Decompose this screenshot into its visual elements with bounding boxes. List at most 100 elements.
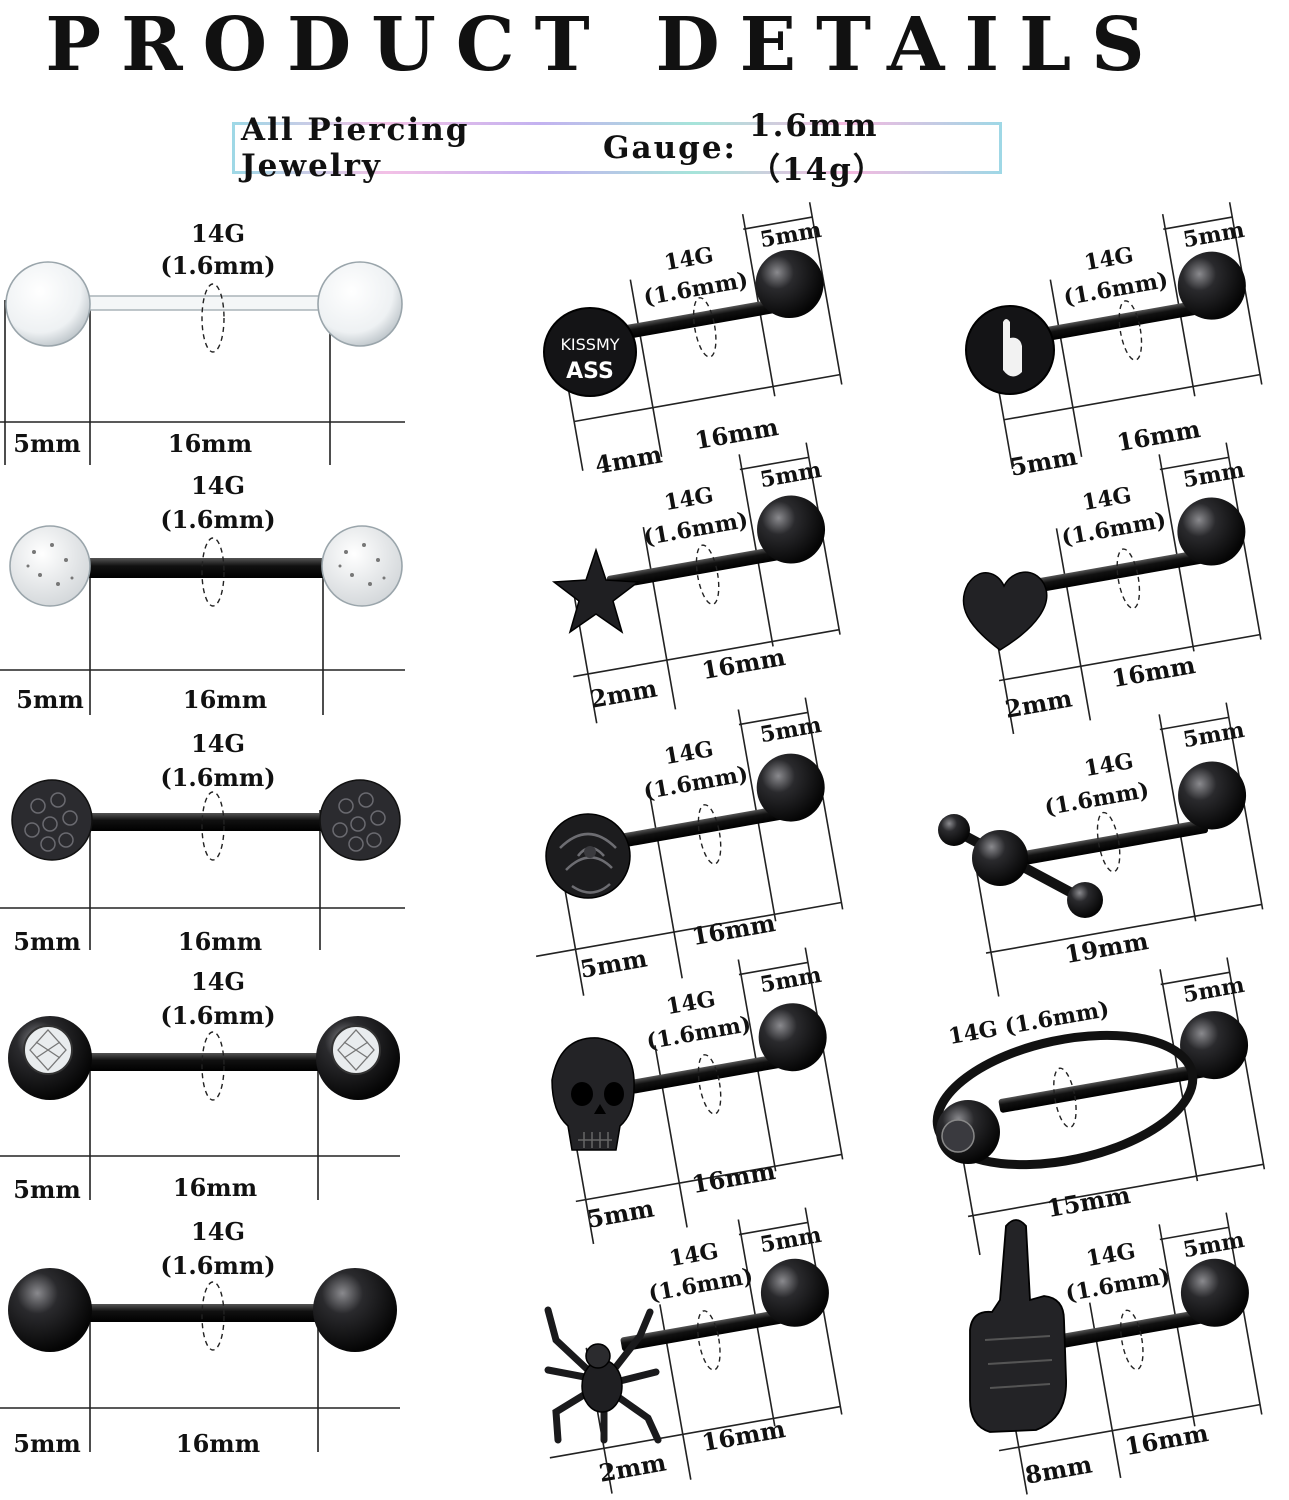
bar-length-label: 16mm: [1115, 414, 1203, 457]
gauge-mm-label: (1.6mm): [160, 251, 275, 280]
extension-line: [1049, 279, 1083, 457]
end-ball: [756, 753, 825, 822]
front-size-label: 8mm: [1023, 1449, 1095, 1489]
crystal-facets: [24, 792, 386, 852]
front-size-label: 2mm: [588, 673, 660, 713]
bar-length-label: 16mm: [700, 1414, 788, 1457]
barbell-glitter: 14G (1.6mm) 5mm 16mm: [0, 471, 405, 715]
gauge-label: 14G: [191, 219, 245, 248]
bar-length-label: 16mm: [168, 429, 252, 458]
bar-length-label: 16mm: [690, 908, 778, 951]
bar-length-label: 16mm: [1110, 650, 1198, 693]
dimension-line: [967, 1163, 1264, 1218]
glitter-ball-right: [321, 525, 403, 607]
spider-charm: [544, 1306, 662, 1444]
gauge-mm-label: (1.6mm): [1062, 267, 1171, 311]
gauge-marker: [697, 804, 722, 865]
dimension-line: [743, 216, 813, 230]
dimension-line: [1003, 373, 1261, 421]
end-ball: [1178, 761, 1247, 830]
cartilage-heart: 14G (1.6mm) 5mm 2mm 16mm: [962, 442, 1262, 735]
gauge-marker: [1116, 548, 1141, 609]
dimension-line: [998, 633, 1261, 682]
gauge-mm-label: (1.6mm): [160, 1001, 275, 1030]
small-ball-bottom: [1067, 882, 1103, 918]
black-bar: [80, 1304, 328, 1322]
extension-line: [1228, 202, 1263, 385]
end-ball: [1177, 497, 1246, 566]
extension-line: [647, 786, 683, 979]
glitter-specks: [26, 543, 386, 586]
gauge-marker: [201, 283, 225, 353]
black-bar: [620, 1308, 790, 1352]
bar-length-label: 16mm: [178, 927, 262, 956]
dimension-line: [1160, 971, 1230, 986]
end-ball: [760, 1258, 829, 1327]
page-title: PRODUCT DETAILS: [45, 2, 1165, 88]
black-bar: [1060, 1308, 1210, 1348]
black-ball-left: [8, 1268, 92, 1352]
black-bar: [616, 805, 786, 848]
dimension-line: [549, 1405, 841, 1459]
gauge-mm-label: (1.6mm): [645, 1011, 754, 1055]
total-length-label: 15mm: [1045, 1180, 1133, 1223]
dimension-line: [738, 711, 809, 726]
ball-size-label: 5mm: [1181, 457, 1246, 493]
extension-line: [1055, 528, 1092, 721]
barbell-crystal: 14G (1.6mm) 5mm 16mm: [0, 729, 405, 956]
extension-line: [974, 863, 1000, 997]
ball-size-label: 5mm: [16, 685, 84, 714]
black-ball-right: [313, 1268, 397, 1352]
dimension-line: [739, 456, 809, 471]
front-size-label: 4mm: [593, 439, 665, 479]
gauge-mm-label: (1.6mm): [1060, 507, 1169, 551]
extension-line: [629, 279, 663, 457]
cartilage-spider: 14G (1.6mm) 5mm 2mm 16mm: [544, 1207, 843, 1494]
dimension-line: [998, 1403, 1261, 1452]
charm-text-line2: ASS: [566, 359, 614, 384]
ball-size-label: 5mm: [13, 1429, 81, 1458]
gauge-banner-text: All Piercing Jewelry Gauge: 1.6mm（14g）: [235, 108, 999, 188]
extension-line: [804, 947, 844, 1160]
dimension-line: [535, 901, 842, 958]
gauge-label: 14G: [1082, 748, 1135, 782]
gauge-label: 14G: [667, 1238, 720, 1272]
barbell-clear: 14G (1.6mm) 5mm 16mm: [0, 219, 405, 465]
end-ball: [1180, 1011, 1249, 1080]
dimension-line: [738, 961, 809, 976]
front-size-label: 5mm: [578, 943, 650, 983]
cartilage-finger-disc: 14G (1.6mm) 5mm 5mm 16mm: [965, 202, 1263, 482]
black-bar: [618, 297, 788, 340]
extension-line: [1226, 957, 1266, 1170]
cartilage-star: 14G (1.6mm) 5mm 2mm 16mm: [551, 442, 841, 724]
gauge-label: 14G: [662, 482, 715, 516]
bar-length-label: 16mm: [183, 685, 267, 714]
dimension-line: [573, 373, 841, 423]
gauge-label: 14G: [664, 986, 717, 1020]
cartilage-triple-ball: 14G (1.6mm) 5mm 19mm: [938, 702, 1264, 997]
gauge-label: 14G: [1082, 242, 1135, 276]
cartilage-rose: 14G (1.6mm) 5mm 5mm 16mm: [535, 697, 844, 996]
banner-gauge-value: 1.6mm（14g）: [749, 107, 886, 188]
gauge-mm-label: (1.6mm): [647, 1263, 756, 1307]
gauge-marker: [201, 1281, 225, 1351]
black-bar: [80, 1053, 328, 1071]
extension-line: [804, 697, 844, 910]
crystal-ball-left: [11, 779, 93, 861]
extension-line: [1225, 1212, 1263, 1415]
ball-size-label: 5mm: [1181, 1227, 1246, 1263]
spider-head: [585, 1343, 611, 1369]
gauge-banner: All Piercing Jewelry Gauge: 1.6mm（14g）: [232, 108, 1002, 188]
extension-line: [1158, 454, 1195, 652]
gauge-label: 14G: [191, 1217, 245, 1246]
gauge-marker: [1053, 1067, 1077, 1129]
gauge-label: 14G: [662, 736, 715, 770]
front-size-label: 5mm: [585, 1193, 657, 1233]
clear-ball-left: [5, 261, 91, 347]
banner-label: All Piercing Jewelry: [241, 112, 470, 184]
ring-gem: [941, 1119, 975, 1153]
extension-line: [1158, 714, 1197, 922]
finger-icon: [1003, 319, 1022, 377]
end-ball: [758, 1003, 827, 1072]
